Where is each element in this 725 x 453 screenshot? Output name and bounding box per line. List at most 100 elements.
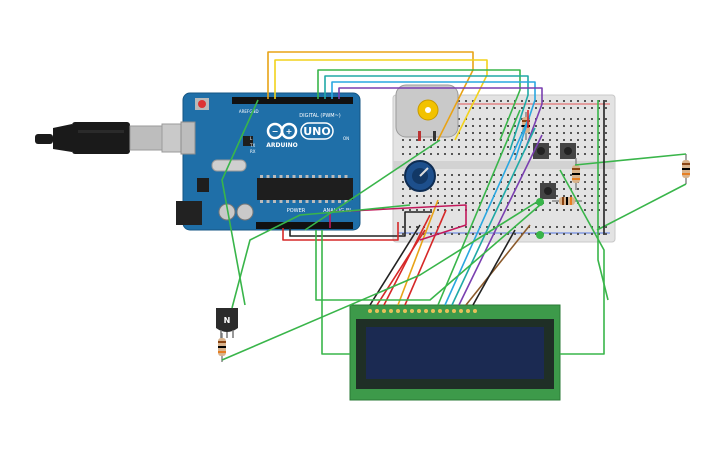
- resistor-external-right[interactable]: [682, 154, 690, 184]
- breadboard-hole: [591, 174, 593, 176]
- lcd-pin[interactable]: [417, 309, 421, 313]
- breadboard-hole: [444, 209, 446, 211]
- wire-red-5v: [282, 222, 399, 241]
- lcd-pin[interactable]: [445, 309, 449, 313]
- lcd-pin[interactable]: [368, 309, 372, 313]
- wire-black-lcd: [369, 224, 421, 306]
- breadboard-hole: [479, 125, 481, 127]
- breadboard-hole: [479, 174, 481, 176]
- lcd-pin[interactable]: [403, 309, 407, 313]
- breadboard-hole: [570, 100, 572, 102]
- breadboard-hole: [437, 146, 439, 148]
- breadboard-hole: [542, 181, 544, 183]
- breadboard-hole: [472, 188, 474, 190]
- breadboard-hole: [563, 226, 565, 228]
- lcd-pin[interactable]: [382, 309, 386, 313]
- breadboard-hole: [479, 132, 481, 134]
- breadboard-hole: [430, 202, 432, 204]
- breadboard-hole: [549, 209, 551, 211]
- reset-button[interactable]: [198, 100, 206, 108]
- breadboard-hole: [549, 202, 551, 204]
- wire-green-transistor: [231, 204, 411, 309]
- wire-black-a: [472, 229, 516, 306]
- breadboard-hole: [570, 132, 572, 134]
- power-jack[interactable]: [176, 201, 202, 225]
- svg-text:+: +: [286, 127, 293, 136]
- lcd-pin[interactable]: [459, 309, 463, 313]
- breadboard-hole: [577, 188, 579, 190]
- breadboard-hole: [598, 100, 600, 102]
- breadboard-hole: [535, 139, 537, 141]
- dc-motor[interactable]: [395, 84, 459, 141]
- lcd-display[interactable]: [349, 304, 561, 401]
- breadboard-hole: [549, 226, 551, 228]
- chip-pin: [266, 175, 270, 178]
- breadboard-hole: [409, 153, 411, 155]
- breadboard-hole: [507, 181, 509, 183]
- lcd-pin[interactable]: [431, 309, 435, 313]
- chip-pin: [344, 175, 348, 178]
- breadboard-hole: [570, 181, 572, 183]
- breadboard-hole: [563, 181, 565, 183]
- breadboard-hole: [444, 174, 446, 176]
- lcd-pin[interactable]: [410, 309, 414, 313]
- breadboard-hole: [451, 209, 453, 211]
- lcd-pin[interactable]: [389, 309, 393, 313]
- wire-green-a: [437, 109, 521, 306]
- breadboard-hole: [598, 146, 600, 148]
- chip-pin: [325, 175, 328, 178]
- breadboard-hole: [409, 146, 411, 148]
- breadboard-hole: [402, 153, 404, 155]
- breadboard-hole: [514, 181, 516, 183]
- transistor[interactable]: N: [216, 308, 238, 338]
- breadboard-hole: [500, 202, 502, 204]
- breadboard-hole: [486, 125, 488, 127]
- breadboard-hole: [444, 233, 446, 235]
- led-1[interactable]: [536, 198, 544, 206]
- breadboard-hole: [486, 153, 488, 155]
- gnd-label: GND: [249, 109, 258, 114]
- lcd-pin[interactable]: [466, 309, 470, 313]
- breadboard-hole: [556, 226, 558, 228]
- power-analog-header[interactable]: [256, 222, 353, 229]
- breadboard-hole: [507, 132, 509, 134]
- usb-cable[interactable]: [35, 122, 188, 154]
- breadboard-hole: [437, 202, 439, 204]
- breadboard-hole: [423, 195, 425, 197]
- breadboard-hole: [556, 181, 558, 183]
- breadboard-hole: [409, 226, 411, 228]
- chip-pin: [338, 200, 341, 203]
- lcd-pin[interactable]: [438, 309, 442, 313]
- pushbutton-1[interactable]: [533, 143, 549, 159]
- model-label: UNO: [303, 125, 331, 138]
- lcd-pin[interactable]: [452, 309, 456, 313]
- wire-green-long: [221, 199, 541, 361]
- digital-header[interactable]: [232, 97, 353, 104]
- led-2[interactable]: [536, 231, 544, 239]
- resistor-external-left[interactable]: [218, 333, 226, 362]
- lcd-pin[interactable]: [396, 309, 400, 313]
- wire-yellow: [274, 59, 488, 141]
- chip-pin: [305, 200, 309, 203]
- breadboard-hole: [556, 195, 558, 197]
- resistor-breadboard-1[interactable]: [572, 158, 580, 190]
- breadboard-hole: [605, 188, 607, 190]
- breadboard-hole: [472, 153, 474, 155]
- breadboard-hole: [444, 181, 446, 183]
- wire-green-lcd-left: [321, 230, 350, 355]
- pushbutton-3[interactable]: [540, 183, 556, 199]
- breadboard-hole: [598, 132, 600, 134]
- breadboard-hole: [514, 107, 516, 109]
- tx-label: TX: [249, 143, 255, 148]
- pushbutton-2[interactable]: [560, 143, 576, 159]
- chip-pin: [292, 200, 296, 203]
- breadboard-hole: [458, 233, 460, 235]
- lcd-pin[interactable]: [473, 309, 477, 313]
- arduino-uno-board[interactable]: − + UNO ARDUINO DIGITAL (PWM~) AREF GND …: [176, 92, 361, 231]
- lcd-pin[interactable]: [375, 309, 379, 313]
- lcd-pin[interactable]: [424, 309, 428, 313]
- breadboard-hole: [465, 125, 467, 127]
- potentiometer[interactable]: [404, 160, 436, 192]
